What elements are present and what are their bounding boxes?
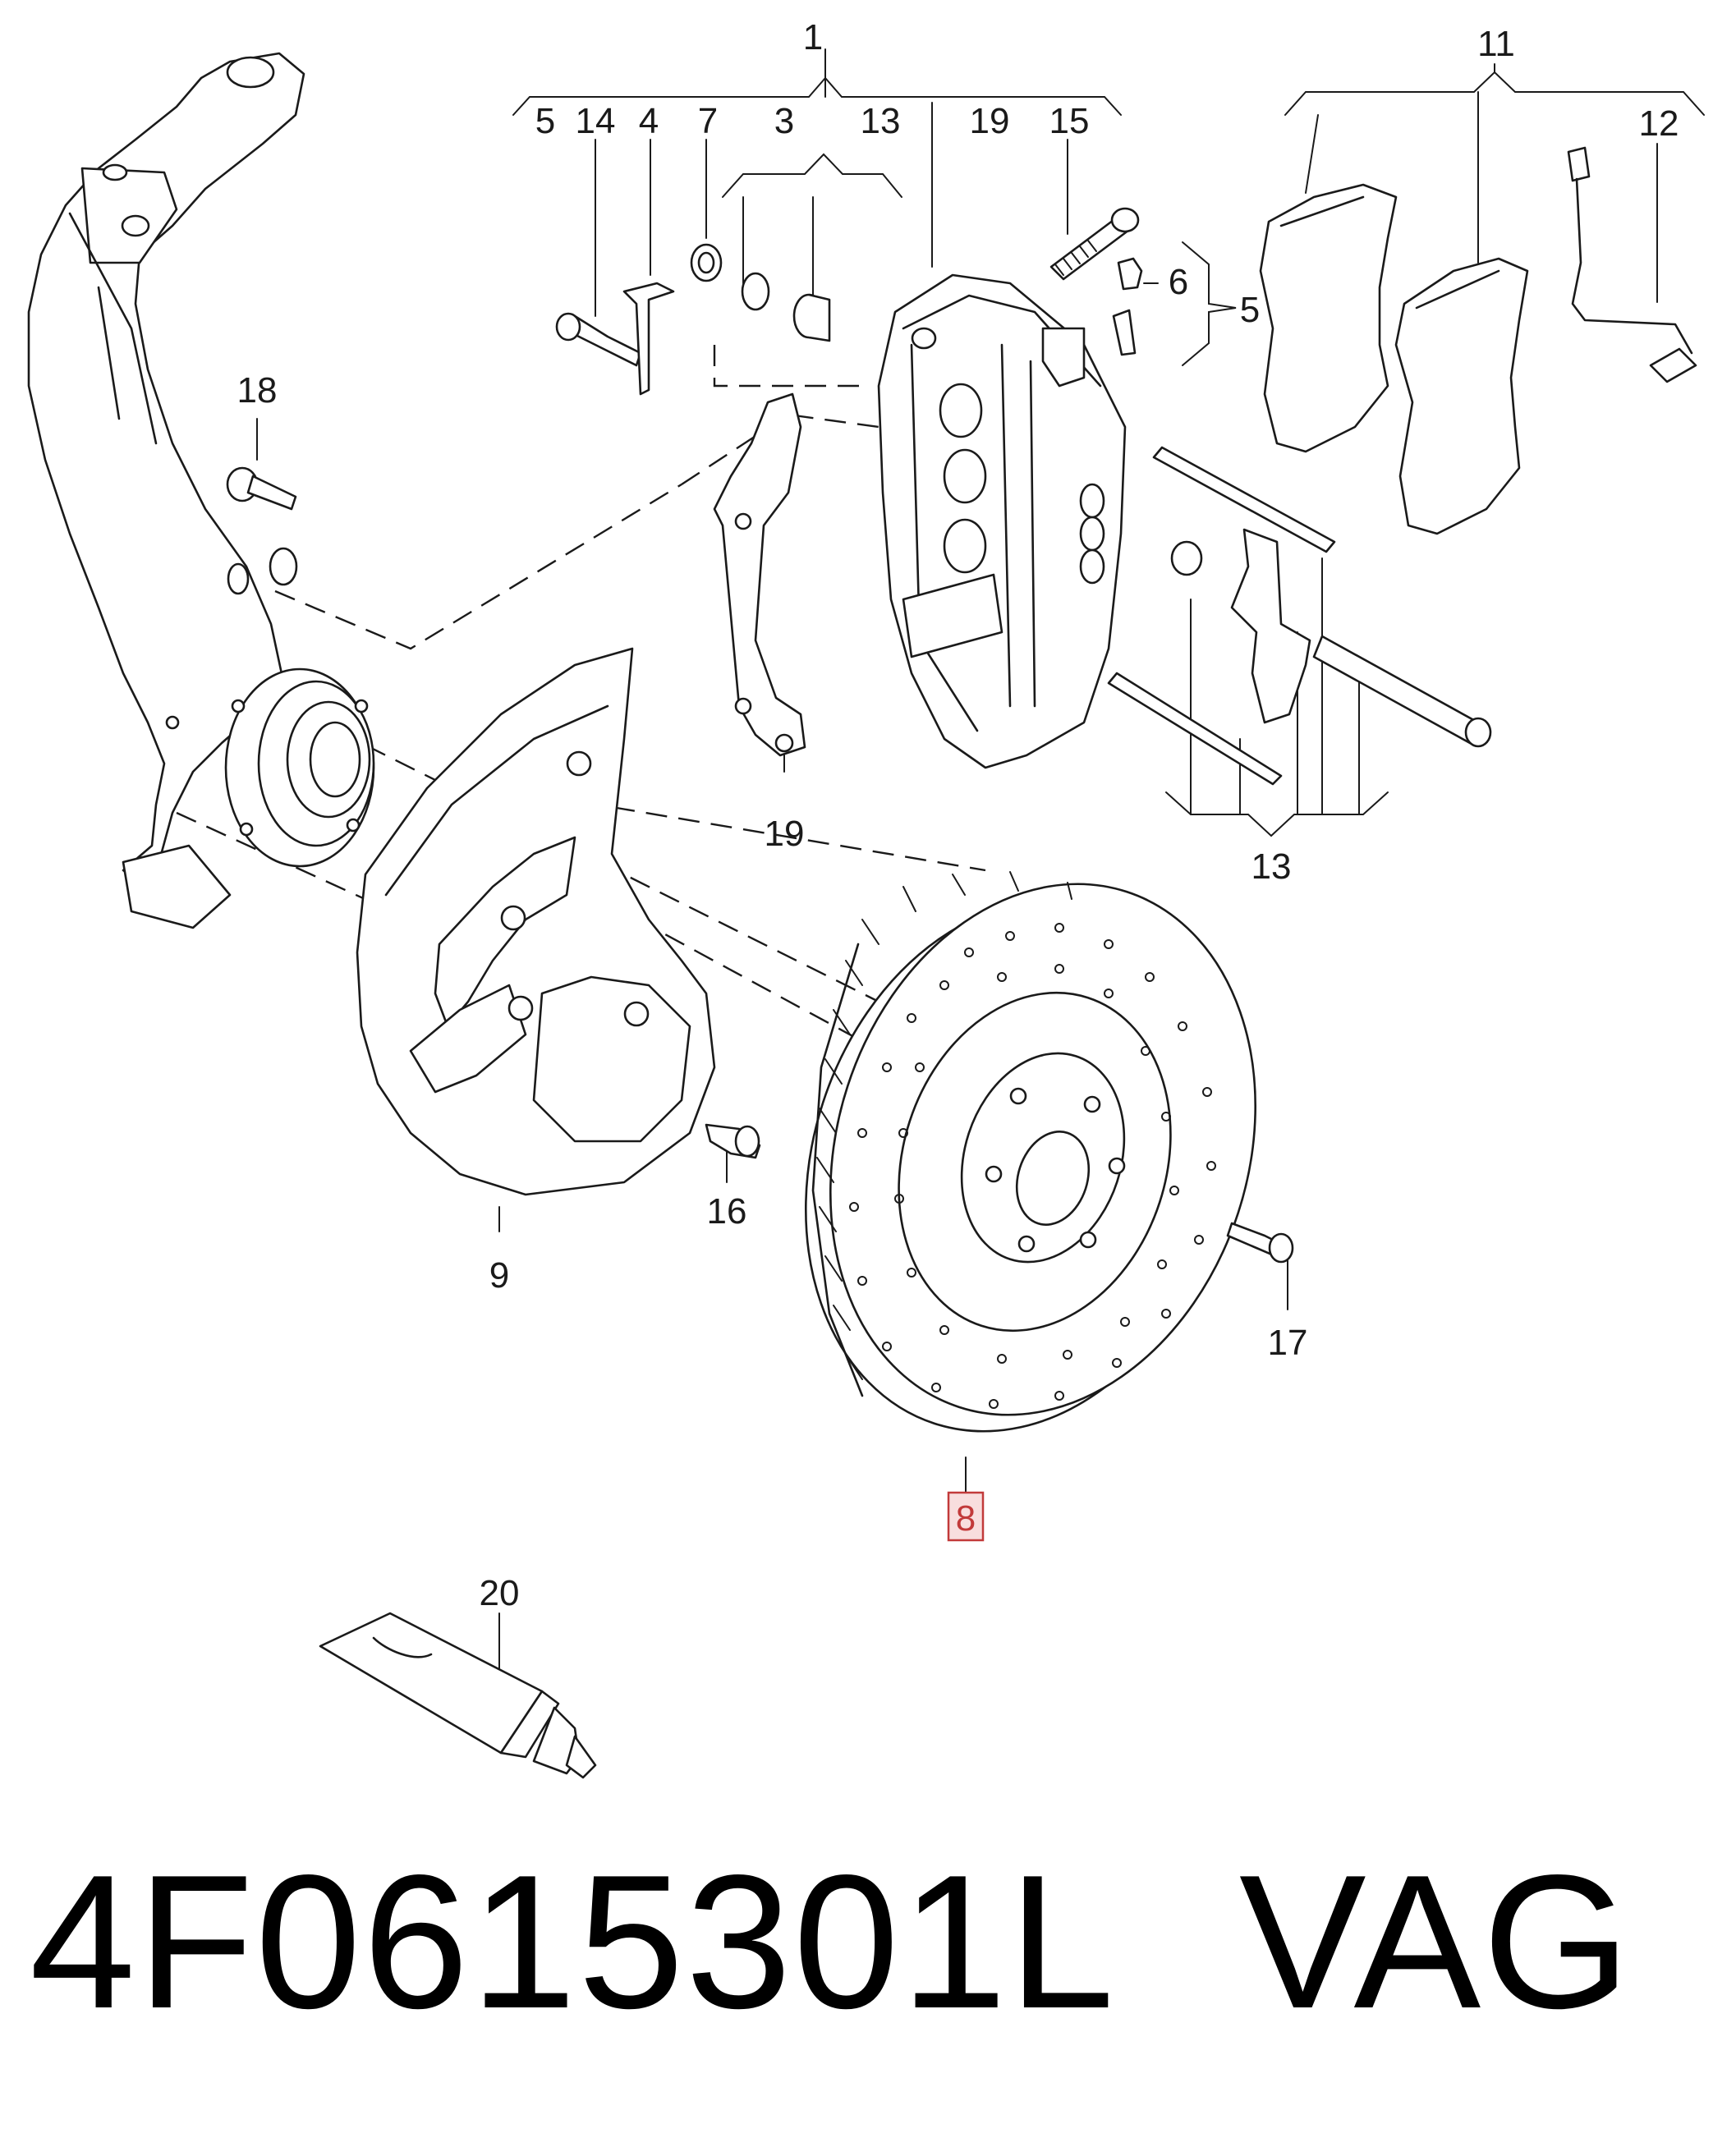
callout-labels: 1 5 14 4 7 3 13 19 15 6 5 11 12 18 19 13…: [237, 17, 1679, 1613]
wear-sensor: [1567, 146, 1697, 383]
grease-tube: [319, 1612, 597, 1779]
callout-19-bottom: 19: [765, 814, 805, 854]
callout-8-highlight-box: [947, 1491, 985, 1542]
callout-6: 6: [1169, 262, 1188, 302]
callout-13-bottom: 13: [1251, 846, 1292, 887]
callout-9: 9: [489, 1255, 509, 1296]
callout-13-top: 13: [861, 101, 901, 141]
callout-15: 15: [1049, 101, 1090, 141]
brake-dust-shield: [356, 647, 716, 1196]
callout-5-right: 5: [1240, 290, 1260, 330]
callout-8: 8: [956, 1498, 976, 1539]
callout-4: 4: [639, 101, 659, 141]
callout-19-top: 19: [970, 101, 1010, 141]
brake-caliper: [877, 273, 1127, 769]
hardware-parts: [226, 207, 1492, 1264]
brake-disc: [804, 871, 1257, 1433]
callout-14: 14: [576, 101, 616, 141]
callout-18: 18: [237, 370, 278, 411]
brake-pads: [1259, 183, 1529, 535]
part-number: 4F0615301L: [30, 1836, 1116, 2048]
callout-20: 20: [480, 1573, 520, 1613]
callout-3: 3: [774, 101, 794, 141]
callout-11: 11: [1477, 24, 1515, 64]
steering-knuckle: [27, 52, 375, 929]
caliper-bracket: [713, 392, 806, 757]
callout-7: 7: [698, 101, 718, 141]
callout-1: 1: [803, 17, 823, 57]
disc-drill-holes: [849, 923, 1216, 1409]
callout-5-left: 5: [535, 101, 555, 141]
callout-16: 16: [707, 1191, 747, 1232]
wheel-hub: [165, 667, 375, 868]
callout-17: 17: [1268, 1323, 1308, 1363]
callout-12: 12: [1639, 103, 1679, 144]
brand-name: VAG: [1238, 1836, 1633, 2048]
